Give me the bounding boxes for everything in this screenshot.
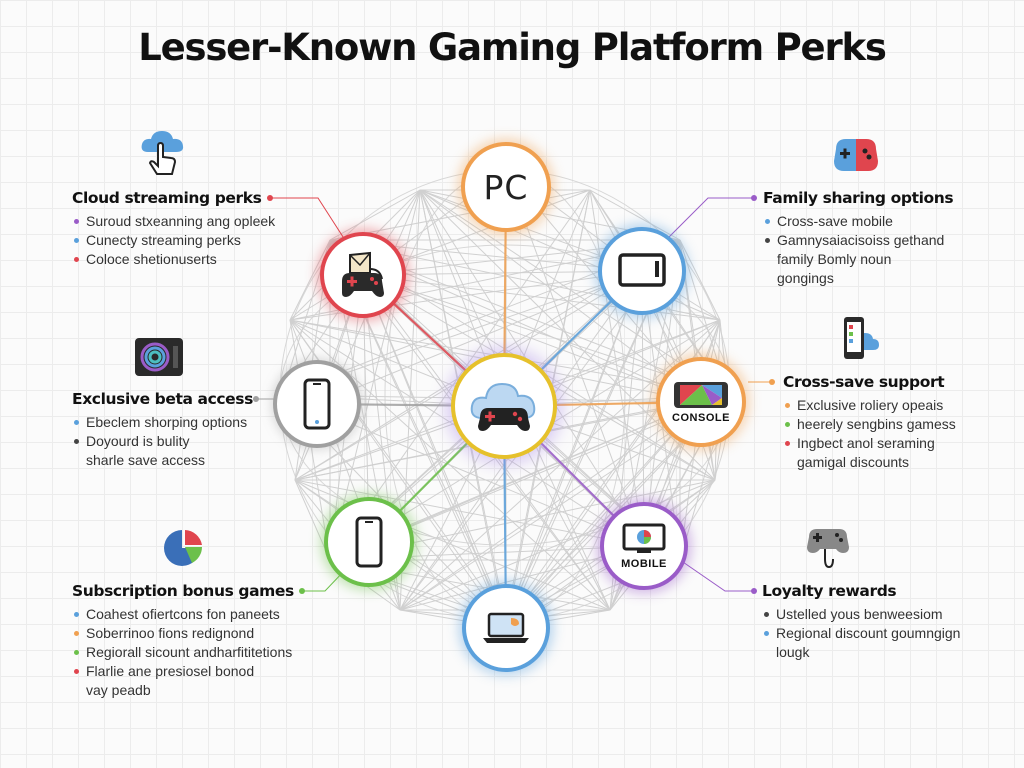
node-tv[interactable] — [598, 227, 686, 315]
list-item: Regiorall sicount andharfititetions — [72, 643, 294, 662]
panel-exclusive-beta: Exclusive beta access Ebeclem shorping o… — [72, 390, 253, 470]
pc-label: PC — [483, 167, 529, 207]
panel-title: Cross-save support — [783, 373, 945, 391]
perk-list: Ebeclem shorping options Doyourd is buli… — [72, 413, 253, 470]
mesh-line — [679, 239, 721, 321]
panel-cloud-streaming: Cloud streaming perks Suroud stxeanning … — [72, 189, 275, 269]
mesh-line — [419, 189, 729, 396]
list-item: heerely sengbins gamess — [783, 415, 956, 434]
panel-loyalty-rewards: Loyalty rewards Ustelled yous benweesiom… — [762, 582, 960, 662]
phone-icon — [303, 378, 331, 430]
list-item: Exclusive roliery opeais — [783, 396, 956, 415]
leader-lines — [253, 195, 775, 594]
mesh-line — [589, 189, 681, 241]
leader-line — [667, 197, 754, 239]
list-item: Suroud stxeanning ang opleek — [72, 212, 275, 231]
list-item-continued: vay peadb — [86, 682, 151, 698]
leader-dot — [299, 588, 305, 594]
tv-icon — [618, 253, 666, 287]
mesh-line — [294, 479, 645, 547]
list-item-continued: sharle save access — [86, 452, 206, 468]
panel-title: Family sharing options — [763, 189, 954, 207]
leader-line — [302, 569, 346, 592]
list-item: Soberrinoo fions redignond — [72, 624, 294, 643]
perk-list: Cross-save mobile Gamnysaiacisoiss getha… — [763, 212, 953, 288]
panel-cross-save: Cross-save support Exclusive roliery ope… — [783, 373, 956, 472]
panel-subscription-bonus: Subscription bonus games Coahest ofiertc… — [72, 582, 294, 700]
mesh-line — [399, 479, 716, 611]
gamepad-icon — [342, 251, 384, 297]
perk-list: Suroud stxeanning ang opleek Cunecty str… — [72, 212, 275, 269]
leader-dot — [267, 195, 273, 201]
list-item: Flarlie ane presiosel bonod — [72, 662, 294, 681]
laptop-icon — [483, 612, 529, 643]
list-item: Ustelled yous benweesiom — [762, 605, 960, 624]
node-mobile[interactable]: MOBILE — [600, 502, 688, 590]
node-center[interactable] — [451, 353, 557, 459]
phone-cloud-icon — [844, 317, 879, 359]
cloud-gamepad-icon — [470, 382, 536, 431]
list-item: Ebeclem shorping options — [72, 413, 253, 432]
list-item: Cunecty streaming perks — [72, 231, 275, 250]
phone-icon — [355, 516, 383, 568]
mesh-line — [589, 189, 645, 547]
list-item-continued: lougk — [776, 644, 810, 660]
handheld-console-icon — [674, 382, 728, 408]
page-title: Lesser-Known Gaming Platform Perks — [138, 26, 887, 69]
node-console[interactable]: CONSOLE — [656, 357, 746, 447]
controller-color-icon — [834, 139, 878, 171]
mesh-line — [505, 169, 645, 547]
mesh-line — [419, 189, 716, 481]
list-item-continued: gongings — [777, 270, 834, 286]
perk-list: Coahest ofiertcons fon paneets Soberrino… — [72, 605, 294, 700]
leader-dot — [769, 379, 775, 385]
badge-icon — [135, 338, 183, 376]
mesh-line — [399, 401, 702, 611]
joystick-icon — [807, 529, 849, 569]
list-item: Coahest ofiertcons fon paneets — [72, 605, 294, 624]
node-pc[interactable]: PC — [461, 142, 551, 232]
panel-title: Exclusive beta access — [72, 390, 253, 408]
cloud-pointer-icon — [141, 131, 184, 175]
leader-dot — [751, 588, 757, 594]
list-item: Gamnysaiacisoiss gethand — [763, 231, 953, 250]
node-laptop[interactable] — [462, 584, 550, 672]
node-gamepad[interactable] — [320, 232, 406, 318]
list-item: Cross-save mobile — [763, 212, 953, 231]
mesh-line — [329, 189, 421, 241]
list-item: Coloce shetionuserts — [72, 250, 275, 269]
monitor-icon — [622, 523, 666, 553]
mesh-line — [329, 189, 421, 561]
list-item-continued: gamigal discounts — [797, 454, 910, 470]
leader-dot — [253, 396, 259, 402]
perk-list: Ustelled yous benweesiom Regional discou… — [762, 605, 960, 662]
mesh-line — [641, 270, 645, 547]
mesh-line — [289, 239, 331, 321]
list-item: Regional discount goumngign — [762, 624, 960, 643]
mesh-line — [505, 401, 702, 629]
leader-dot — [751, 195, 757, 201]
panel-title: Loyalty rewards — [762, 582, 897, 600]
list-item: Ingbect anol seraming — [783, 434, 956, 453]
mobile-label: MOBILE — [621, 558, 667, 570]
console-label: CONSOLE — [672, 412, 730, 424]
leader-line — [270, 197, 346, 241]
panel-title: Subscription bonus games — [72, 582, 294, 600]
mesh-line — [399, 319, 721, 611]
node-phone-bottom[interactable] — [324, 497, 414, 587]
mesh-line — [505, 270, 643, 621]
perk-list: Exclusive roliery opeais heerely sengbin… — [783, 396, 956, 472]
panel-family-sharing: Family sharing options Cross-save mobile… — [763, 189, 954, 288]
node-phone-left[interactable] — [273, 360, 361, 448]
list-item-continued: family Bomly noun — [777, 251, 892, 267]
leader-line — [679, 559, 754, 592]
mesh-line — [505, 401, 702, 621]
mesh-line — [362, 274, 507, 621]
panel-title: Cloud streaming perks — [72, 189, 262, 207]
list-item: Doyourd is bulity — [72, 432, 253, 451]
pie-icon — [164, 530, 202, 566]
